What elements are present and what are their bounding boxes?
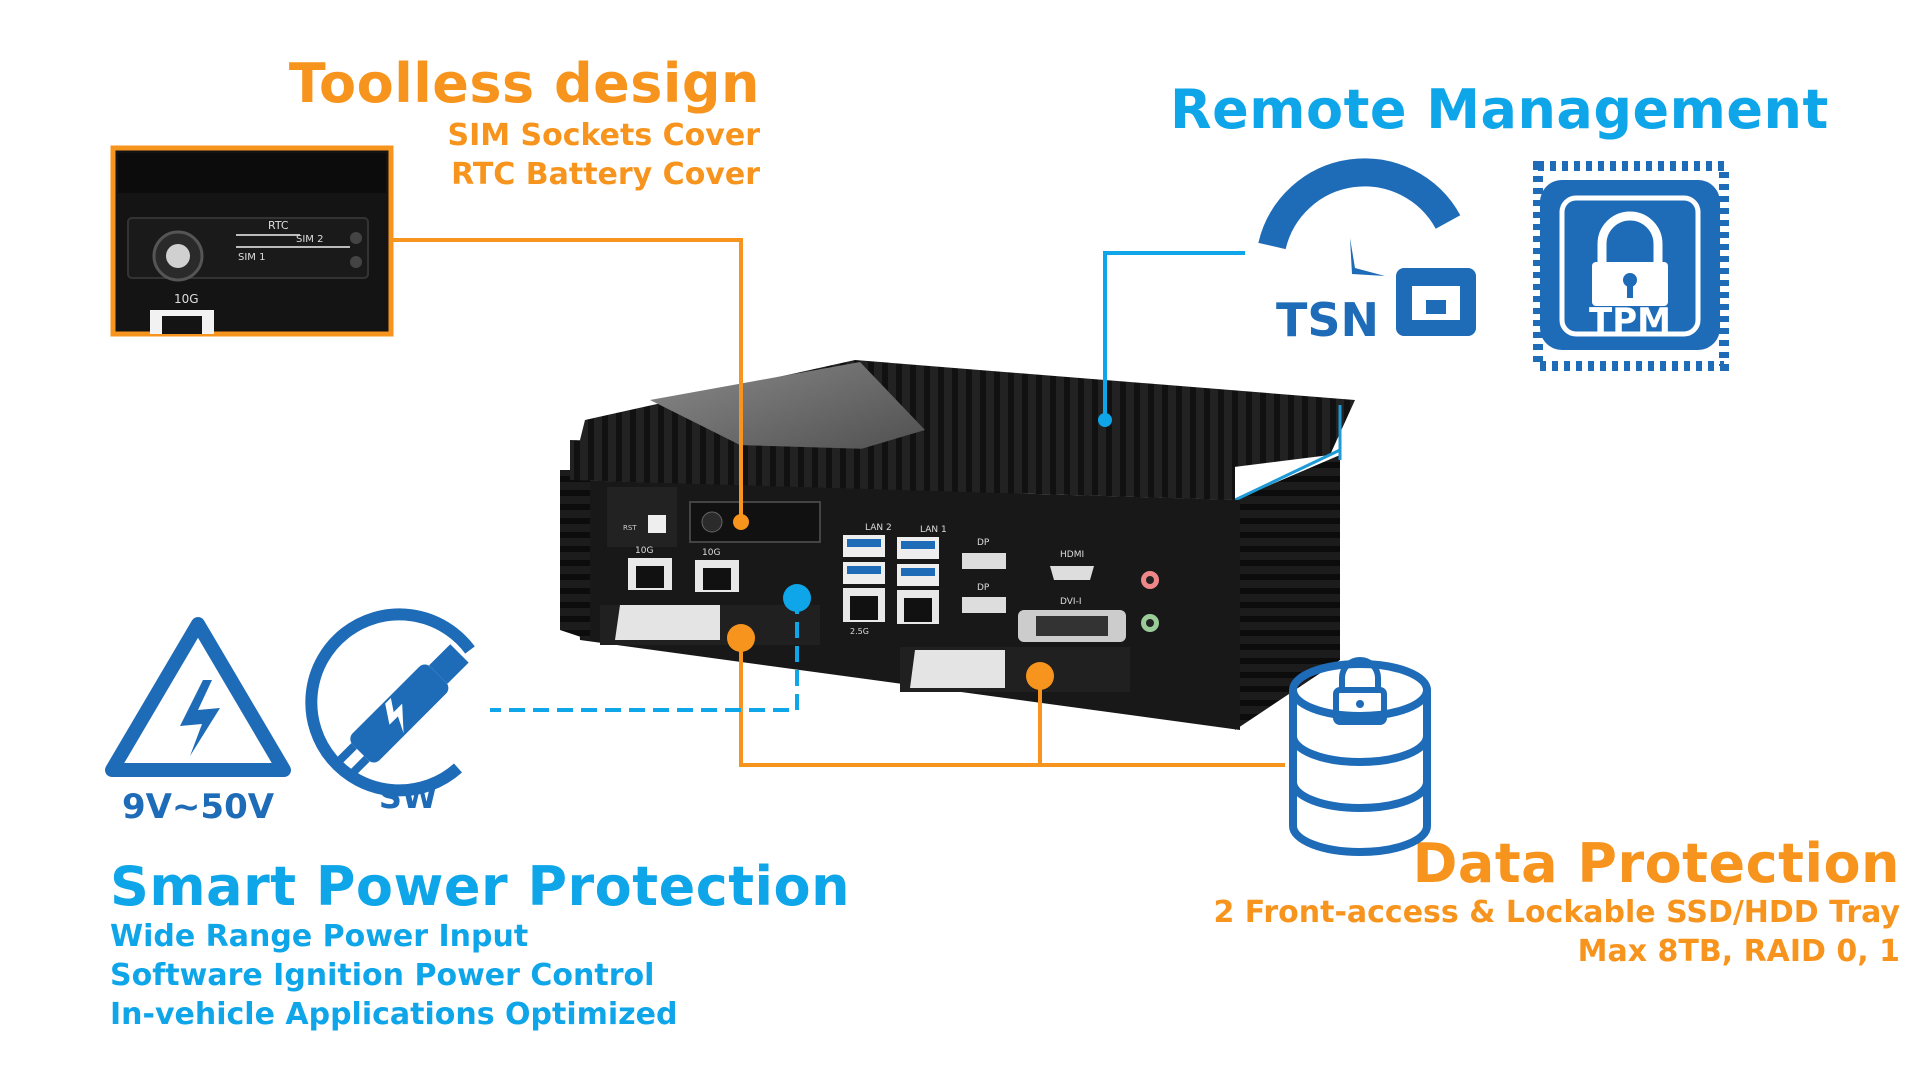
power-button[interactable] [648, 515, 666, 533]
power-title: Smart Power Protection [110, 855, 851, 918]
device-illustration: RST 10G 10G LAN 2 2.5G LAN 1 DP DP HDM [560, 360, 1355, 730]
voltage-label: 9V~50V [122, 787, 275, 827]
hdmi-port[interactable] [1050, 566, 1094, 580]
usb-port-1[interactable] [843, 535, 885, 557]
port-10g-2[interactable] [695, 560, 739, 592]
dp-port-1[interactable] [962, 553, 1006, 569]
data-line-1: 2 Front-access & Lockable SSD/HDD Tray [1213, 895, 1900, 930]
port-10g-1-label: 10G [635, 546, 653, 556]
inset-sim2-label: SIM 2 [296, 234, 323, 245]
tsn-label: TSN [1276, 293, 1379, 347]
drive-tray-2-handle[interactable] [910, 650, 1005, 688]
inset-rtc-label: RTC [268, 219, 289, 232]
lan2-label: LAN 2 [865, 523, 892, 533]
inset-sim1-label: SIM 1 [238, 252, 265, 263]
callout-dot-toolless [733, 514, 749, 530]
inset-port-label: 10G [174, 292, 199, 306]
dp1-label: DP [977, 538, 990, 548]
callout-dot-remote [1098, 413, 1112, 427]
tsn-icon: TSN [1258, 158, 1476, 347]
drive-tray-1-handle[interactable] [615, 605, 720, 640]
toolless-line-2: RTC Battery Cover [451, 157, 760, 192]
usb-port-2[interactable] [843, 562, 885, 584]
dvi-label: DVI-I [1060, 597, 1082, 607]
lan1-port[interactable] [897, 590, 939, 624]
remote-title: Remote Management [1170, 78, 1829, 141]
dvi-port[interactable] [1018, 610, 1126, 642]
dp-port-2[interactable] [962, 597, 1006, 613]
lan2-speed-label: 2.5G [850, 627, 869, 636]
lan1-label: LAN 1 [920, 525, 947, 535]
voltage-warning-icon: 9V~50V [105, 617, 291, 827]
software-ignition-icon: SW [305, 608, 475, 816]
hdmi-label: HDMI [1060, 550, 1084, 560]
callout-lines [391, 238, 1285, 767]
tpm-icon: TPM [1533, 161, 1729, 371]
port-10g-2-label: 10G [702, 548, 720, 558]
tpm-label: TPM [1589, 301, 1671, 341]
lan2-port[interactable] [843, 588, 885, 622]
toolless-line-1: SIM Sockets Cover [447, 118, 760, 153]
usb-port-3[interactable] [897, 537, 939, 559]
port-10g-1[interactable] [628, 558, 672, 590]
usb-port-4[interactable] [897, 564, 939, 586]
callout-dot-tray-2 [1026, 662, 1054, 690]
sw-label: SW [379, 778, 437, 816]
toolless-title: Toolless design [288, 52, 760, 115]
database-lock-icon [1289, 657, 1431, 856]
callout-dot-tray-1 [727, 624, 755, 652]
dp2-label: DP [977, 583, 990, 593]
data-line-2: Max 8TB, RAID 0, 1 [1577, 934, 1900, 969]
callout-dot-power [783, 584, 811, 612]
power-line-2: Software Ignition Power Control [110, 958, 655, 993]
power-line-3: In-vehicle Applications Optimized [110, 997, 678, 1032]
data-title: Data Protection [1412, 832, 1900, 895]
power-line-1: Wide Range Power Input [110, 919, 529, 954]
rst-label: RST [623, 524, 637, 532]
